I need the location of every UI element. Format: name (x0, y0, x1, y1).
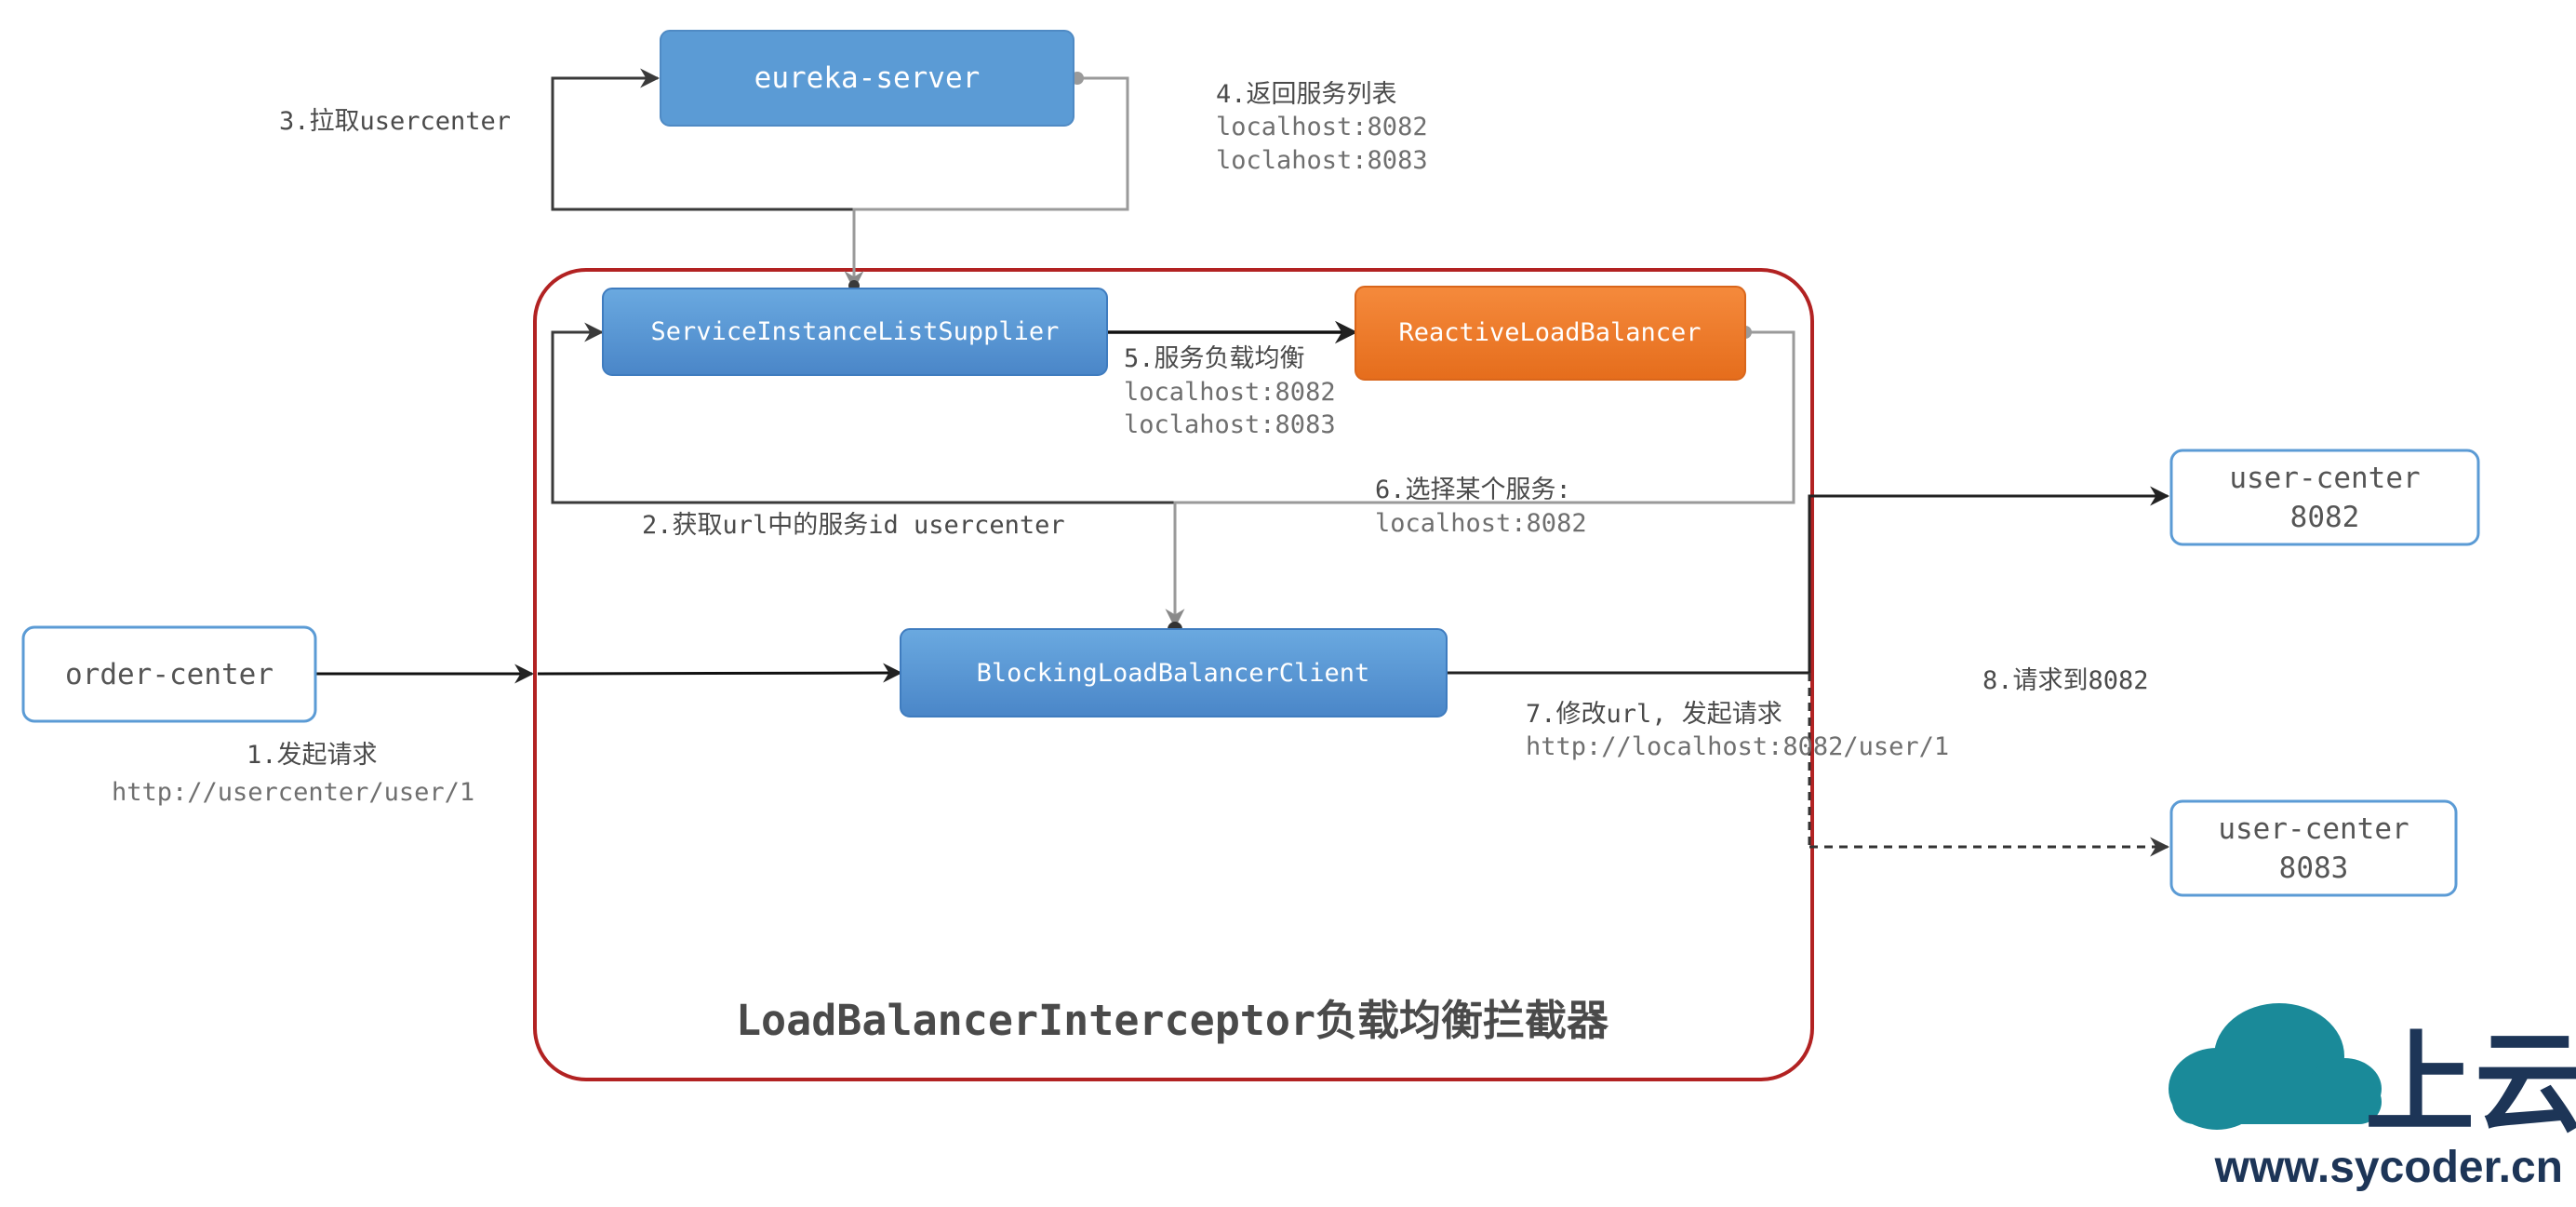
user-center-8082-port: 8082 (2290, 501, 2360, 534)
edge-pull-usercenter (551, 68, 854, 211)
connectors (316, 68, 2170, 857)
step6-title: 6.选择某个服务: (1375, 476, 1571, 504)
node-reactive-load-balancer[interactable]: ReactiveLoadBalancer (1355, 286, 1746, 381)
edge-request-8082 (1447, 486, 2170, 675)
step5-line1: localhost:8082 (1124, 378, 1336, 407)
step5-title: 5.服务负载均衡 (1124, 344, 1305, 373)
node-eureka-server[interactable]: eureka-server (660, 30, 1074, 127)
step6-line1: localhost:8082 (1375, 509, 1587, 538)
user-center-8083-port: 8083 (2279, 852, 2349, 885)
step3-label: 3.拉取usercenter (279, 107, 511, 136)
step4-line2: loclahost:8083 (1216, 146, 1428, 175)
logo: 上云 www.sycoder.cn (2169, 1003, 2576, 1192)
node-user-center-8082[interactable]: user-center 8082 (2169, 449, 2480, 546)
service-instance-list-supplier-label: ServiceInstanceListSupplier (651, 317, 1060, 346)
node-service-instance-list-supplier[interactable]: ServiceInstanceListSupplier (602, 288, 1108, 376)
node-user-center-8083[interactable]: user-center 8083 (2169, 799, 2458, 897)
edge-choose-service (1165, 330, 1795, 629)
step4-line1: localhost:8082 (1216, 113, 1428, 141)
edge-get-service-id (551, 322, 1177, 630)
edge-into-blocking-client (537, 663, 903, 683)
step2-label: 2.获取url中的服务id usercenter (642, 511, 1065, 540)
step1-title: 1.发起请求 (247, 741, 378, 770)
edge-return-service-list (844, 76, 1129, 291)
order-center-label: order-center (65, 658, 274, 691)
step7-url: http://localhost:8082/user/1 (1526, 732, 1949, 761)
blocking-load-balancer-client-label: BlockingLoadBalancerClient (977, 659, 1370, 688)
step7-title: 7.修改url, 发起请求 (1526, 700, 1782, 729)
logo-text: 上云 (2365, 1019, 2576, 1147)
cloud-icon (2169, 1003, 2382, 1130)
step5-line2: loclahost:8083 (1124, 410, 1336, 439)
step4-title: 4.返回服务列表 (1216, 80, 1397, 109)
eureka-server-label: eureka-server (754, 61, 981, 95)
logo-url: www.sycoder.cn (2214, 1143, 2563, 1192)
interceptor-container (533, 268, 1814, 1081)
step-labels: 3.拉取usercenter 4.返回服务列表 localhost:8082 l… (112, 80, 2149, 807)
user-center-8082-name: user-center (2229, 462, 2420, 495)
step8-label: 8.请求到8082 (1982, 666, 2149, 695)
node-blocking-load-balancer-client[interactable]: BlockingLoadBalancerClient (900, 628, 1448, 717)
step1-url: http://usercenter/user/1 (112, 778, 474, 807)
node-order-center[interactable]: order-center (21, 625, 317, 723)
reactive-load-balancer-label: ReactiveLoadBalancer (1398, 318, 1701, 347)
interceptor-title: LoadBalancerInterceptor负载均衡拦截器 (736, 996, 1609, 1045)
user-center-8083-name: user-center (2218, 812, 2409, 846)
